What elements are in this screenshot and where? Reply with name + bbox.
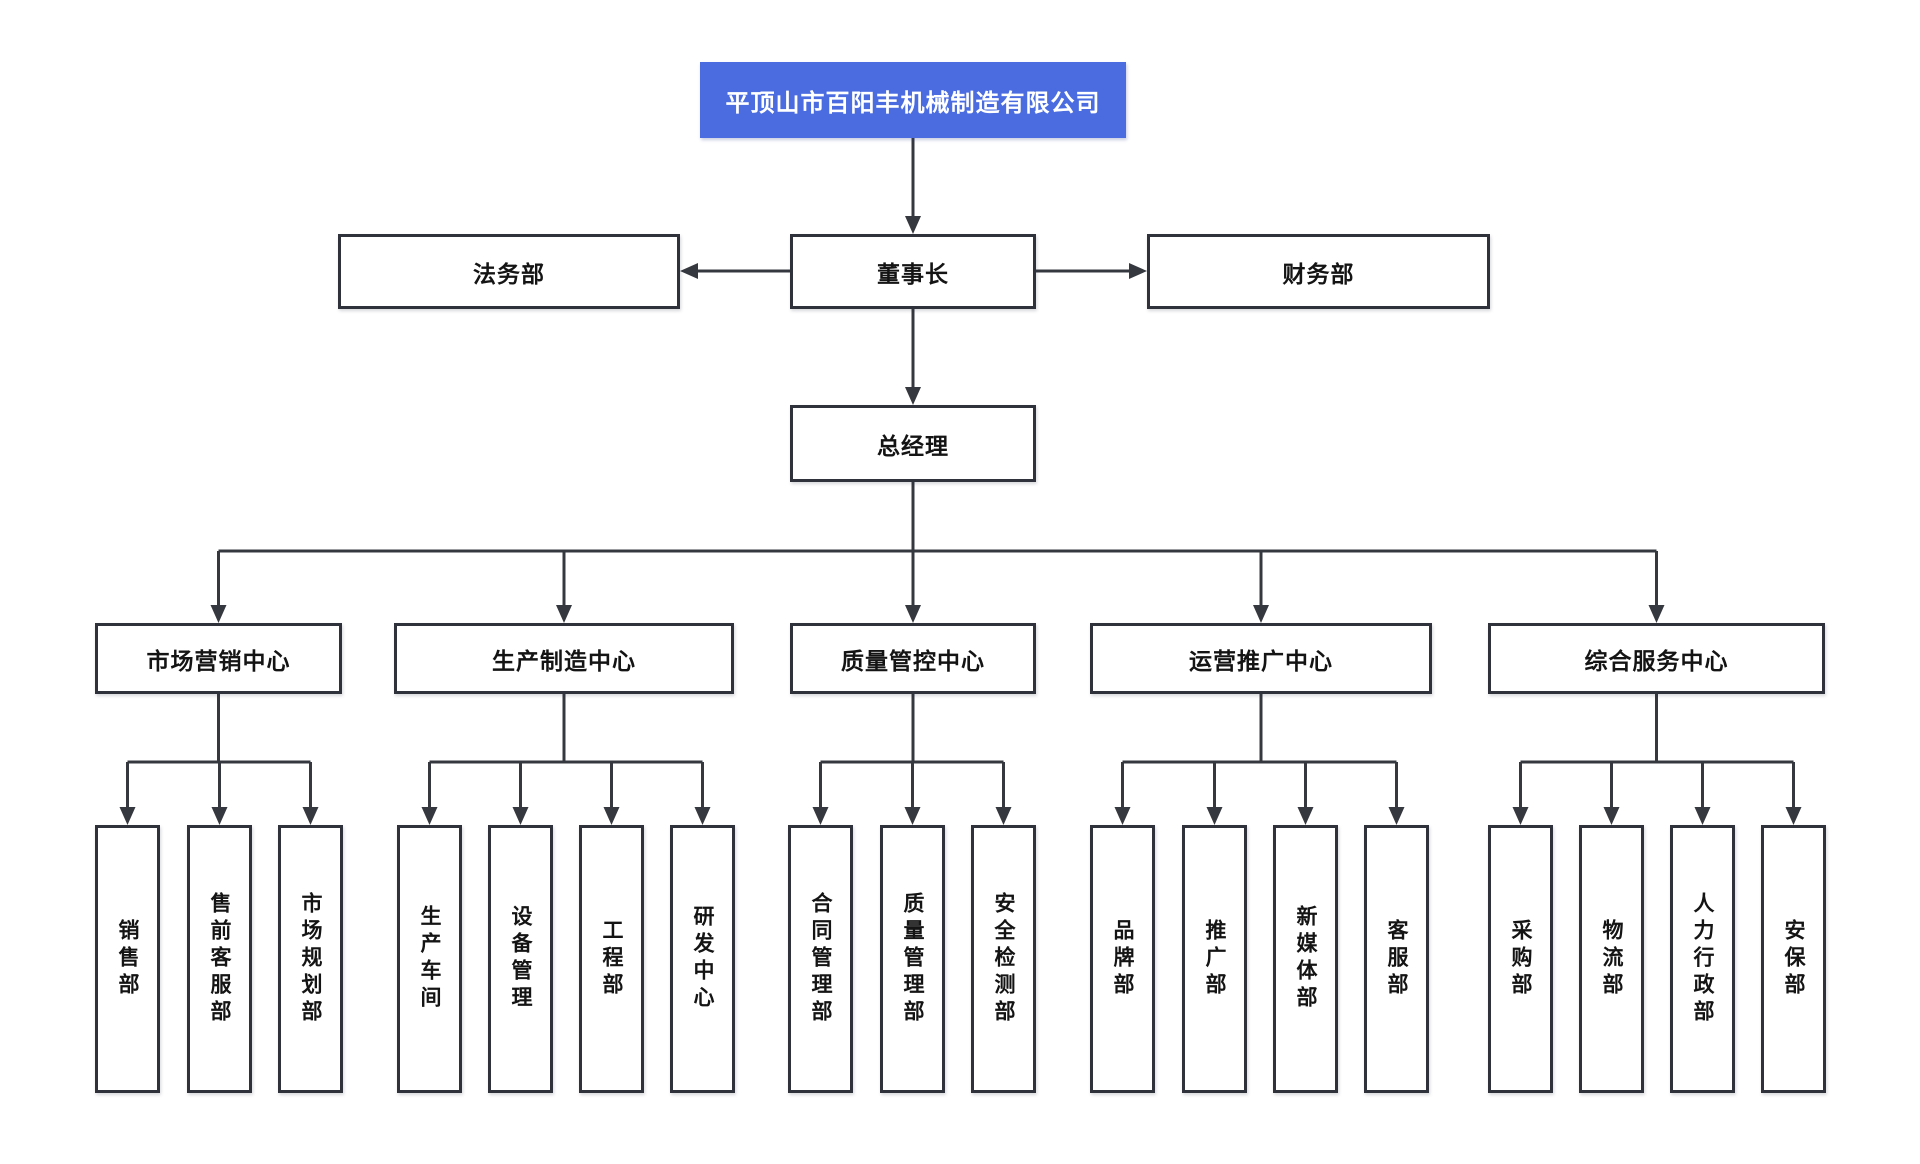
node-label: 品牌部 xyxy=(1111,918,1134,1000)
node-quality-center: 质量管控中心 xyxy=(790,623,1036,694)
node-hr-admin-dept: 人力行政部 xyxy=(1670,825,1735,1093)
node-new-media-dept: 新媒体部 xyxy=(1273,825,1338,1093)
node-label: 安全检测部 xyxy=(992,891,1015,1027)
node-label: 研发中心 xyxy=(691,905,714,1013)
node-services-center: 综合服务中心 xyxy=(1488,623,1825,694)
node-label: 生产车间 xyxy=(418,905,441,1013)
node-engineering-dept: 工程部 xyxy=(579,825,644,1093)
node-label: 设备管理 xyxy=(509,905,532,1013)
node-label: 工程部 xyxy=(600,918,623,1000)
node-company-root: 平顶山市百阳丰机械制造有限公司 xyxy=(700,62,1126,138)
node-label: 安保部 xyxy=(1782,918,1805,1000)
node-marketing-center: 市场营销中心 xyxy=(95,623,342,694)
node-label: 销售部 xyxy=(116,918,139,1000)
node-procurement-dept: 采购部 xyxy=(1488,825,1553,1093)
node-customer-service-dept: 客服部 xyxy=(1364,825,1429,1093)
node-general-manager: 总经理 xyxy=(790,405,1036,482)
node-contract-management-dept: 合同管理部 xyxy=(788,825,853,1093)
node-production-workshop: 生产车间 xyxy=(397,825,462,1093)
node-brand-dept: 品牌部 xyxy=(1090,825,1155,1093)
node-label: 物流部 xyxy=(1600,918,1623,1000)
node-rd-center: 研发中心 xyxy=(670,825,735,1093)
node-promotion-dept: 推广部 xyxy=(1182,825,1247,1093)
node-presales-service-dept: 售前客服部 xyxy=(187,825,252,1093)
node-label: 人力行政部 xyxy=(1691,891,1714,1027)
node-quality-management-dept: 质量管理部 xyxy=(880,825,945,1093)
node-label: 采购部 xyxy=(1509,918,1532,1000)
node-safety-inspection-dept: 安全检测部 xyxy=(971,825,1036,1093)
node-label: 市场规划部 xyxy=(299,891,322,1027)
node-production-center: 生产制造中心 xyxy=(394,623,734,694)
node-label: 合同管理部 xyxy=(809,891,832,1027)
node-legal-dept: 法务部 xyxy=(338,234,680,309)
node-sales-dept: 销售部 xyxy=(95,825,160,1093)
node-logistics-dept: 物流部 xyxy=(1579,825,1644,1093)
node-security-dept: 安保部 xyxy=(1761,825,1826,1093)
node-label: 新媒体部 xyxy=(1294,905,1317,1013)
node-label: 售前客服部 xyxy=(208,891,231,1027)
node-market-planning-dept: 市场规划部 xyxy=(278,825,343,1093)
node-operations-center: 运营推广中心 xyxy=(1090,623,1432,694)
node-equipment-management: 设备管理 xyxy=(488,825,553,1093)
node-finance-dept: 财务部 xyxy=(1147,234,1490,309)
node-label: 推广部 xyxy=(1203,918,1226,1000)
node-label: 客服部 xyxy=(1385,918,1408,1000)
node-label: 质量管理部 xyxy=(901,891,924,1027)
node-chairman: 董事长 xyxy=(790,234,1036,309)
